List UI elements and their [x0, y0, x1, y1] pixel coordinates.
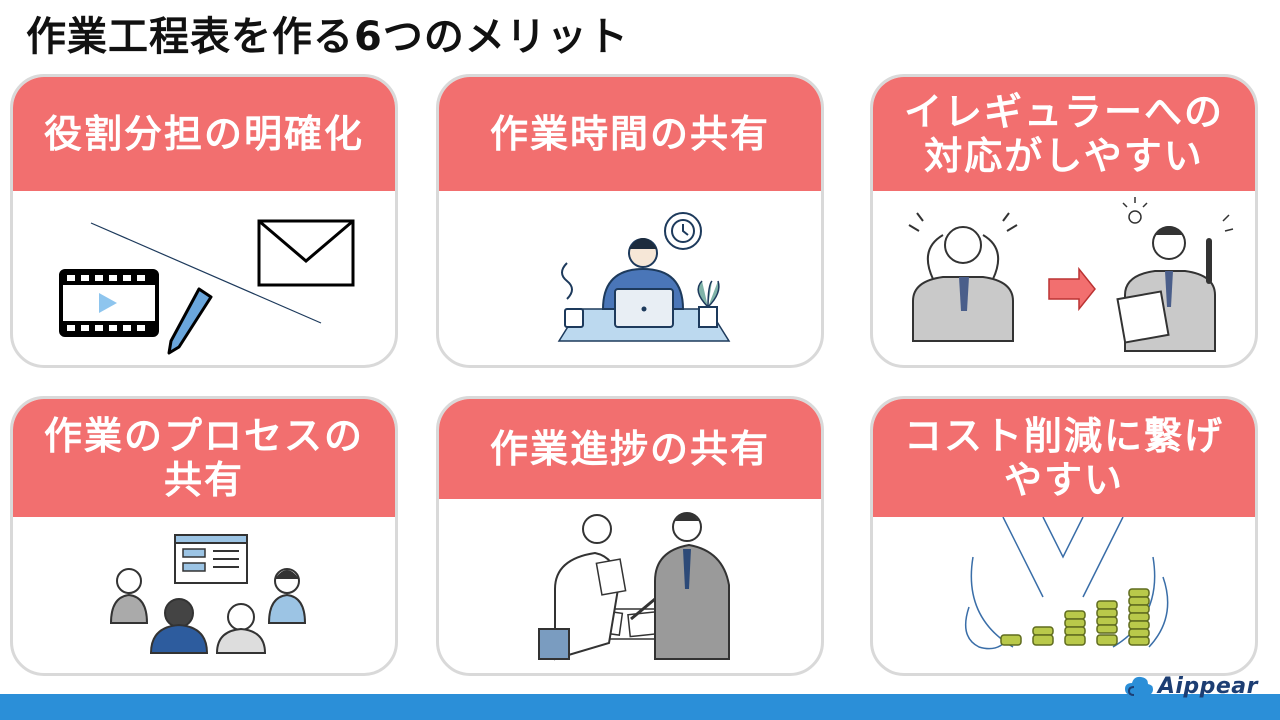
brand-logo: Aippear	[1124, 674, 1258, 699]
card-heading: 作業のプロセスの共有	[13, 399, 395, 517]
card-illustration	[873, 191, 1255, 365]
merit-card-progress: 作業進捗の共有	[436, 396, 824, 676]
businessmen-discussion-icon	[538, 512, 730, 661]
merit-card-irregular: イレギュラーへの対応がしやすい	[870, 74, 1258, 368]
merit-card-cost: コスト削減に繋げやすい	[870, 396, 1258, 676]
page-title: 作業工程表を作る6つのメリット	[26, 14, 629, 60]
cloud-logo-icon	[1124, 676, 1153, 696]
card-heading: イレギュラーへの対応がしやすい	[873, 77, 1255, 191]
people-presentation-icon	[109, 534, 307, 654]
logo-text: Aippear	[1157, 674, 1258, 699]
video-envelope-pen-icon	[59, 219, 355, 355]
card-illustration	[13, 517, 395, 673]
merit-card-process: 作業のプロセスの共有	[10, 396, 398, 676]
stressed-to-idea-person-icon	[908, 197, 1234, 352]
card-heading: 役割分担の明確化	[13, 77, 395, 191]
card-heading: 作業時間の共有	[439, 77, 821, 191]
card-illustration	[439, 191, 821, 365]
card-illustration	[13, 191, 395, 365]
card-illustration	[439, 499, 821, 673]
person-laptop-clock-icon	[557, 212, 731, 342]
merit-card-work-time: 作業時間の共有	[436, 74, 824, 368]
card-illustration	[873, 517, 1255, 673]
hands-coin-stacks-icon	[964, 517, 1169, 650]
card-heading: 作業進捗の共有	[439, 399, 821, 499]
card-heading: コスト削減に繋げやすい	[873, 399, 1255, 517]
merit-card-role-division: 役割分担の明確化	[10, 74, 398, 368]
footer-bar	[0, 694, 1280, 720]
